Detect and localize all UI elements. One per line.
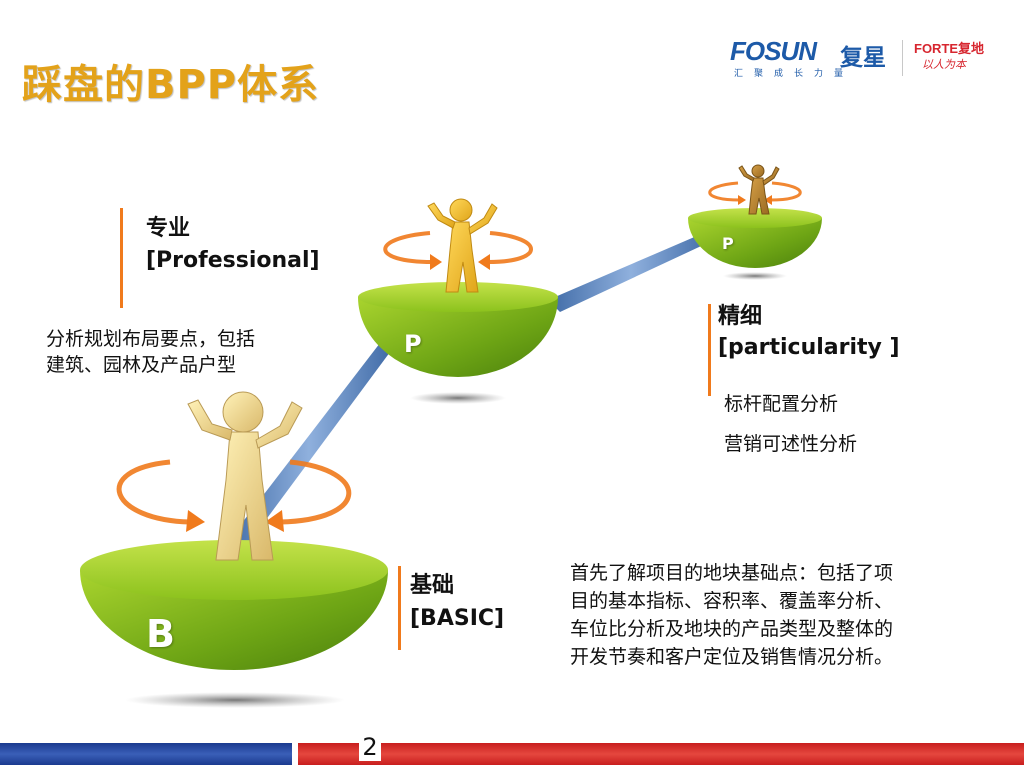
rotation-arrow-icon bbox=[708, 181, 802, 202]
arrow-head-icon bbox=[186, 510, 205, 532]
person-figure-icon bbox=[738, 164, 780, 215]
professional-subtitle: [Professional] bbox=[146, 248, 320, 273]
accent-bar bbox=[120, 208, 123, 308]
bowl-top-basic bbox=[80, 540, 388, 600]
bowl-letter-basic: B bbox=[146, 612, 175, 656]
rotation-arrow-icon bbox=[116, 459, 352, 525]
professional-title: 专业 bbox=[146, 216, 191, 241]
bowl-particularity bbox=[688, 218, 822, 268]
forte-slogan: 以人为本 bbox=[922, 58, 966, 71]
fosun-wordmark: FOSUN bbox=[730, 36, 817, 66]
particularity-description-line: 标杆配置分析 bbox=[724, 393, 839, 415]
bowl-shadow-basic bbox=[125, 692, 345, 708]
company-logo: FOSUN 复星 汇聚成长力量 FORTE复地 以人为本 bbox=[730, 36, 1010, 80]
logo-divider bbox=[902, 40, 903, 76]
arrow-head-icon bbox=[478, 254, 490, 270]
bowl-letter-particularity: P bbox=[722, 234, 734, 253]
arrow-head-icon bbox=[265, 510, 284, 532]
particularity-subtitle: [particularity ] bbox=[718, 335, 900, 360]
bowl-top-particularity bbox=[688, 208, 822, 228]
particularity-description-line: 营销可述性分析 bbox=[724, 433, 858, 455]
bowl-shadow-professional bbox=[410, 392, 506, 404]
accent-bar bbox=[398, 566, 401, 650]
arrow-head-icon bbox=[430, 254, 442, 270]
arrow-head-icon bbox=[738, 195, 746, 205]
basic-description-line: 车位比分析及地块的产品类型及整体的 bbox=[570, 618, 894, 640]
bowl-professional bbox=[358, 297, 558, 377]
bowl-top-professional bbox=[358, 282, 558, 312]
basic-description-line: 首先了解项目的地块基础点：包括了项 bbox=[570, 562, 894, 584]
basic-title: 基础 bbox=[410, 573, 455, 598]
footer-bar-blue bbox=[0, 743, 292, 765]
fosun-chinese-wordmark: 复星 bbox=[840, 45, 886, 71]
professional-description-line: 分析规划布局要点，包括 bbox=[46, 328, 256, 350]
basic-description-line: 开发节奏和客户定位及销售情况分析。 bbox=[570, 646, 894, 668]
footer-bar-red bbox=[298, 743, 1024, 765]
forte-wordmark: FORTE复地 bbox=[914, 41, 985, 56]
beam-professional-to-particularity bbox=[548, 232, 714, 312]
basic-description-line: 目的基本指标、容积率、覆盖率分析、 bbox=[570, 590, 894, 612]
fosun-slogan: 汇聚成长力量 bbox=[734, 69, 855, 79]
beam-basic-to-professional bbox=[225, 343, 393, 548]
bowl-letter-professional: P bbox=[404, 330, 422, 358]
page-number: 2 bbox=[359, 733, 381, 761]
arrow-head-icon bbox=[764, 195, 772, 205]
particularity-title: 精细 bbox=[718, 304, 763, 329]
person-figure-icon bbox=[427, 198, 498, 293]
basic-subtitle: [BASIC] bbox=[410, 606, 505, 631]
accent-bar bbox=[708, 304, 711, 396]
professional-description-line: 建筑、园林及产品户型 bbox=[46, 354, 237, 376]
rotation-arrow-icon bbox=[383, 231, 533, 264]
bowl-shadow-particularity bbox=[723, 272, 787, 280]
person-figure-icon bbox=[187, 391, 303, 561]
slide-title: 踩盘的BPP体系 bbox=[22, 62, 320, 108]
